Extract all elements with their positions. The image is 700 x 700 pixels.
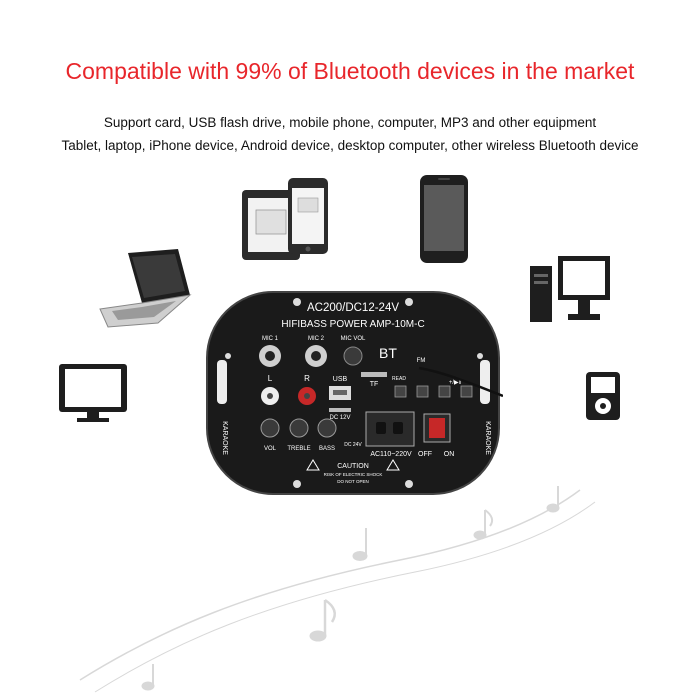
off-label: OFF [418, 451, 432, 458]
warning-triangle-icon-2 [386, 459, 400, 471]
next-button[interactable] [438, 385, 451, 398]
amplifier-board: KARAOKE KARAOKE AC200/DC12-24V HIFIBASS … [203, 288, 504, 498]
karaoke-label-left: KARAOKE [221, 421, 228, 455]
bass-knob[interactable] [317, 418, 337, 438]
read-label: READ [392, 376, 406, 382]
left-mic-graphic [217, 360, 227, 404]
board-title-2: HIFIBASS POWER AMP-10M-C [281, 319, 424, 330]
dc-label-1: DC 12V [329, 415, 350, 421]
board-title-1: AC200/DC12-24V [307, 302, 399, 314]
karaoke-label-right: KARAOKE [484, 421, 491, 455]
vol-label: VOL [264, 446, 277, 452]
caution-label: CAUTION [337, 463, 369, 470]
power-switch[interactable] [429, 418, 445, 438]
right-mic-graphic [480, 360, 490, 404]
mp3-player-icon [586, 372, 620, 420]
headline: Compatible with 99% of Bluetooth devices… [65, 58, 635, 84]
treble-knob[interactable] [289, 418, 309, 438]
play-label: +/▶‖ [449, 380, 461, 386]
warning-triangle-icon [306, 459, 320, 471]
vol-knob[interactable] [260, 418, 280, 438]
ac-voltage-label: AC110~220V [370, 451, 412, 458]
laptop-icon [99, 249, 192, 328]
desktop-computer-icon [530, 256, 610, 322]
caution-line-3: DO NOT OPEN [337, 479, 368, 484]
usb-label: USB [333, 376, 348, 383]
on-label: ON [444, 451, 455, 458]
fm-label: FM [417, 358, 426, 364]
tablet-and-phone-icon [242, 178, 328, 260]
mic1-label: MIC 1 [262, 336, 279, 342]
dc-label-2: DC 24V [344, 442, 362, 448]
mic2-label: MIC 2 [308, 336, 325, 342]
tf-card-slot[interactable] [361, 372, 387, 377]
tf-label: TF [370, 381, 379, 388]
antenna-wire [418, 366, 504, 398]
bass-label: BASS [319, 446, 335, 452]
bt-label: BT [379, 345, 397, 361]
mode-button[interactable] [394, 385, 407, 398]
l-label: L [268, 374, 273, 383]
subtitle-line-1: Support card, USB flash drive, mobile ph… [103, 115, 597, 130]
subtitle-line-2: Tablet, laptop, iPhone device, Android d… [61, 138, 639, 153]
ac-power-socket[interactable] [365, 411, 415, 447]
caution-line-2: RISK OF ELECTRIC SHOCK [324, 472, 383, 477]
micvol-label: MIC VOL [341, 336, 366, 342]
smartphone-icon [420, 175, 468, 263]
prev-button[interactable] [416, 385, 429, 398]
r-label: R [304, 374, 310, 383]
music-notes-decoration [79, 486, 596, 693]
play-pause-button[interactable] [460, 385, 473, 398]
micvol-knob[interactable] [343, 346, 363, 366]
treble-label: TREBLE [287, 446, 310, 452]
tv-monitor-icon [59, 364, 127, 422]
